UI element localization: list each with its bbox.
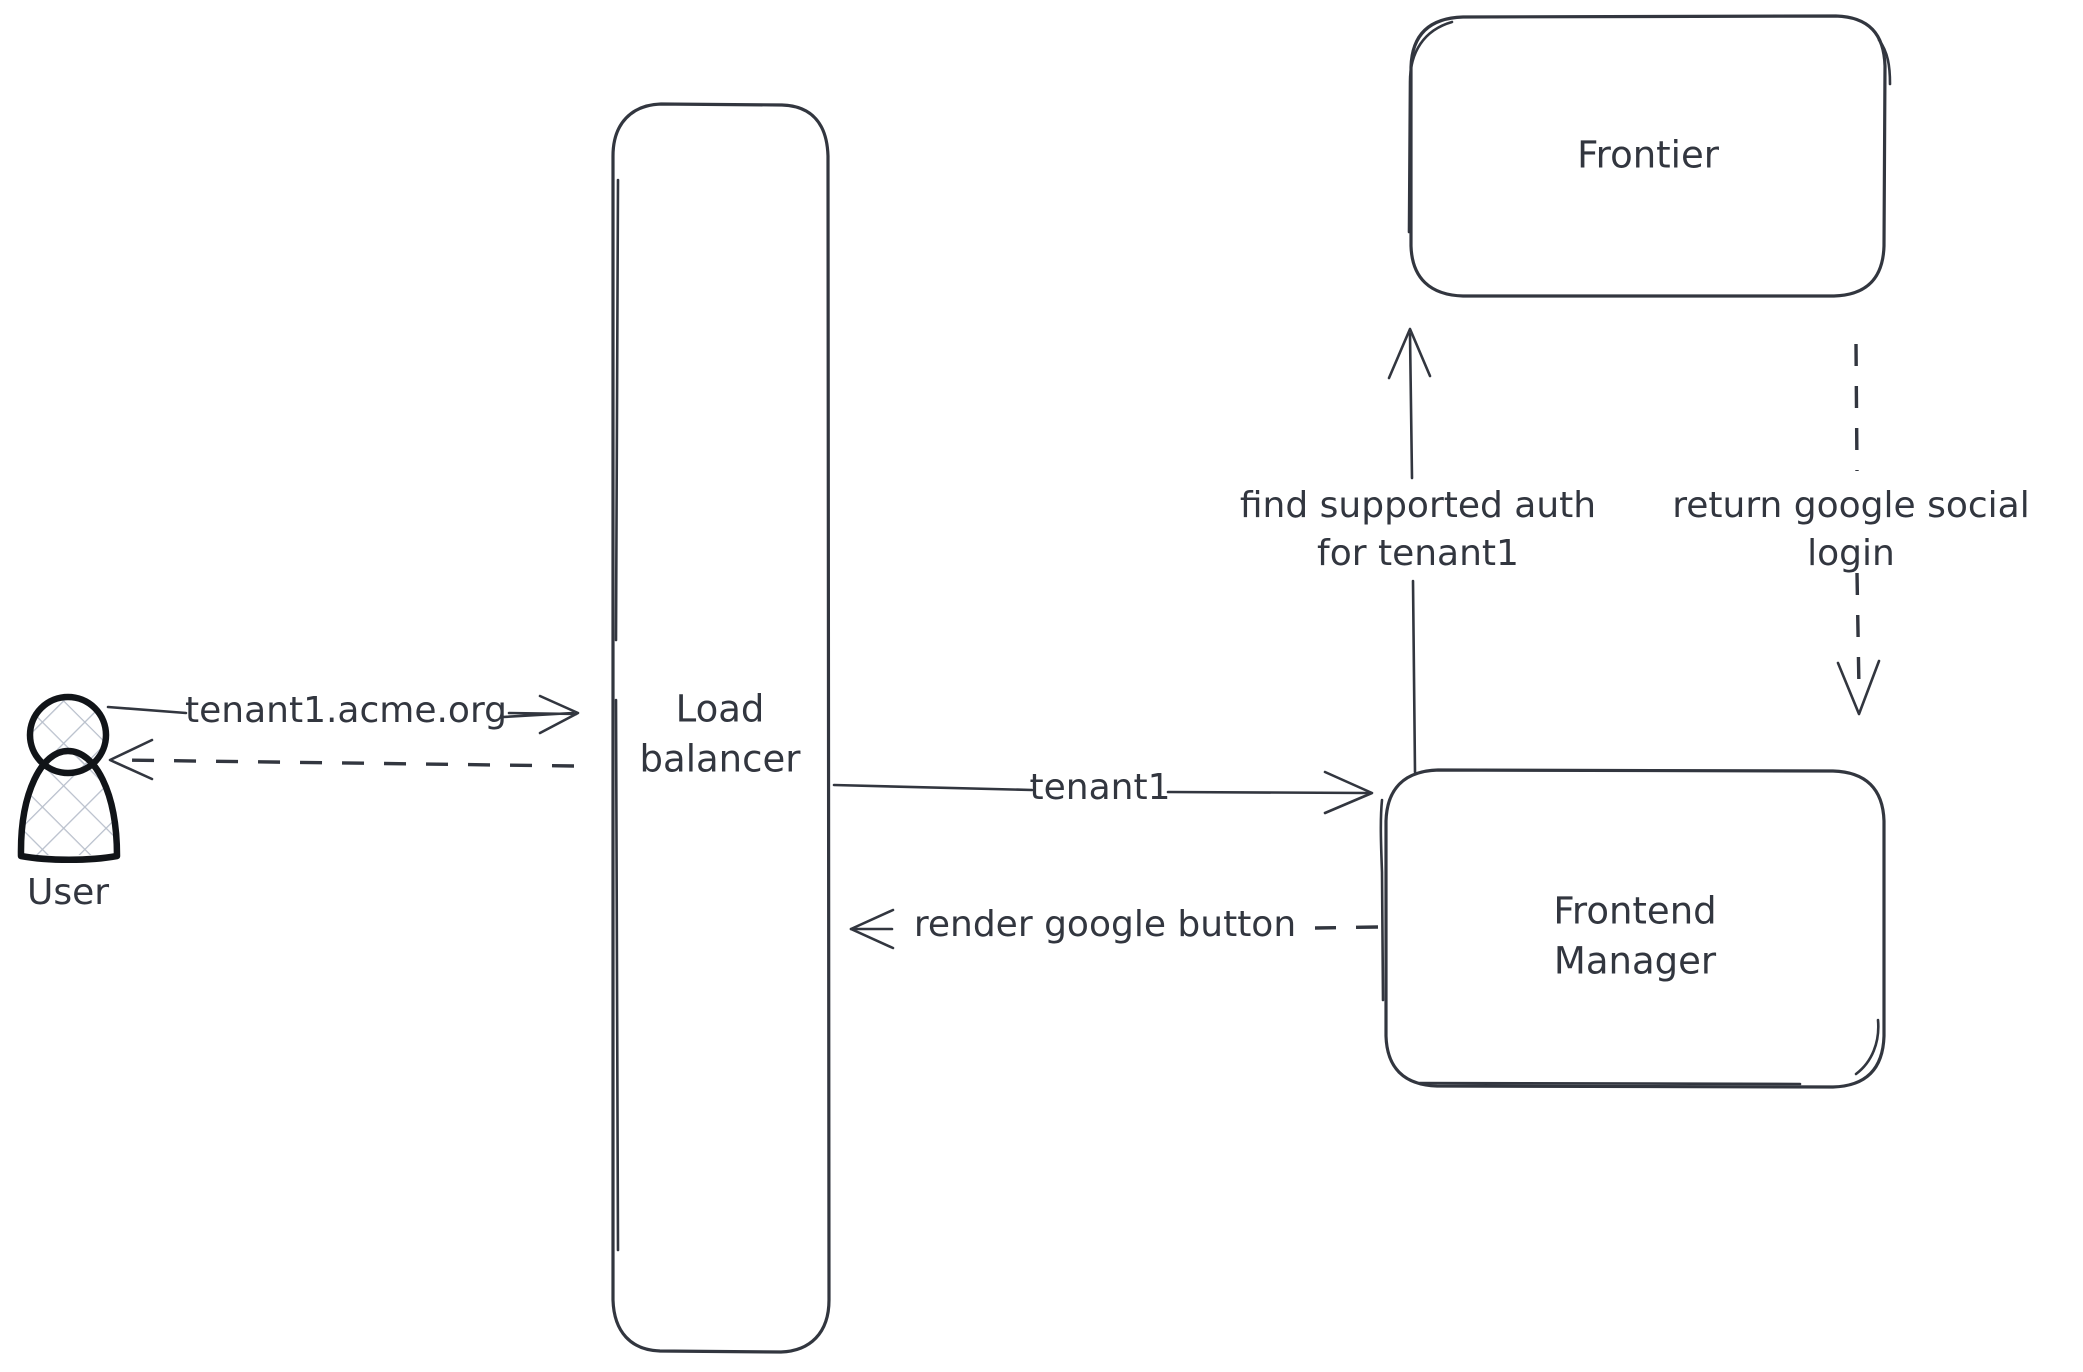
frontend-manager-label-line1: Frontend <box>1553 890 1716 933</box>
edge-frontier-to-frontend-manager <box>1836 343 1881 716</box>
edge-frontend-manager-to-load-balancer <box>849 908 1379 950</box>
edge-load-balancer-to-frontend-manager <box>832 770 1374 815</box>
edge-label-find-supported-auth-line2: for tenant1 <box>1317 533 1519 574</box>
edge-label-tenant1-acme-org: tenant1.acme.org <box>185 690 507 731</box>
user-actor-icon <box>17 693 121 863</box>
edge-user-to-load-balancer <box>106 694 580 735</box>
frontend-manager-node[interactable] <box>1379 768 1886 1089</box>
edge-label-find-supported-auth-line1: find supported auth <box>1240 485 1596 526</box>
user-actor-label: User <box>27 872 109 913</box>
load-balancer-label-line1: Load <box>676 688 765 731</box>
frontier-label-line1: Frontier <box>1577 134 1720 177</box>
edge-label-tenant1: tenant1 <box>1030 767 1171 808</box>
edge-label-return-google-social-line1: return google social <box>1672 485 2030 526</box>
edge-load-balancer-to-user <box>108 738 575 781</box>
frontier-node[interactable] <box>1407 14 1892 298</box>
edge-label-return-google-social-line2: login <box>1807 533 1895 574</box>
load-balancer-node[interactable] <box>611 102 831 1354</box>
load-balancer-label-line2: balancer <box>640 738 802 781</box>
edge-label-render-google-button: render google button <box>914 904 1296 945</box>
edge-frontend-manager-to-frontier <box>1387 327 1432 774</box>
frontend-manager-label-line2: Manager <box>1554 940 1717 983</box>
